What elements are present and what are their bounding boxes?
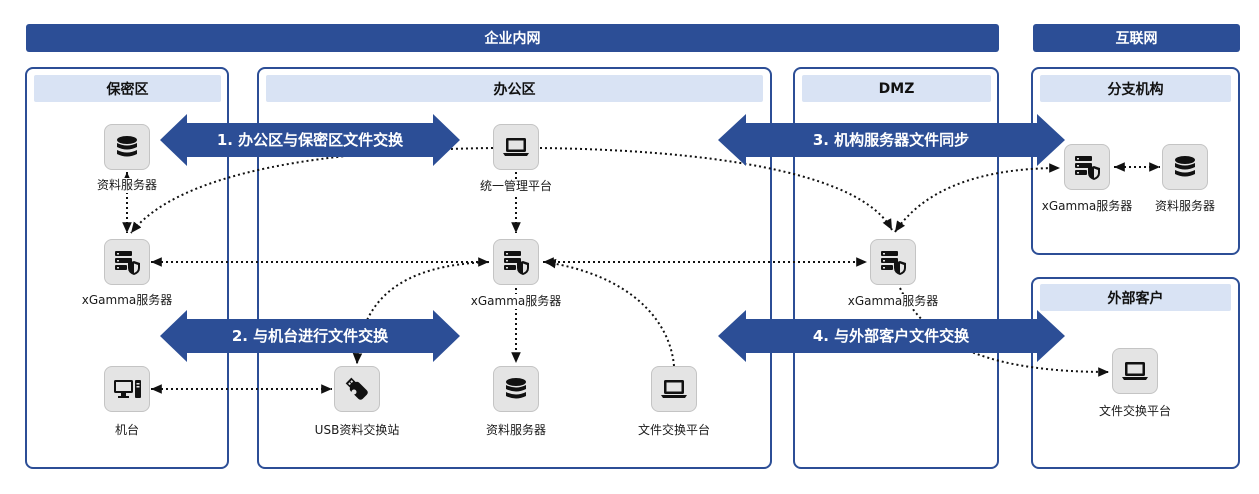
- database-icon: [493, 366, 539, 412]
- laptop-icon: [651, 366, 697, 412]
- flow-arrow-1: [160, 114, 460, 166]
- database-icon: [104, 124, 150, 170]
- dmz-xgamma-label: xGamma服务器: [846, 294, 940, 309]
- mgmt-platform-label: 统一管理平台: [478, 179, 554, 194]
- flow-arrow-3: [718, 114, 1065, 166]
- branch-xgamma-label: xGamma服务器: [1040, 199, 1134, 214]
- flow-2-label: 2. 与机台进行文件交换: [231, 327, 389, 345]
- flow-1-label: 1. 办公区与保密区文件交换: [216, 131, 404, 149]
- link-dmz-to-customer: [899, 287, 1110, 377]
- office-xgamma-label: xGamma服务器: [469, 294, 563, 309]
- secret-xgamma-label: xGamma服务器: [80, 293, 174, 308]
- internet-banner: 互联网: [1033, 24, 1240, 52]
- secret-data-server-label: 资料服务器: [95, 178, 159, 193]
- usb-station-label: USB资料交换站: [313, 423, 401, 438]
- secure-server-icon: [1064, 144, 1110, 190]
- zone-title-secret: 保密区: [34, 75, 221, 102]
- flow-3-label: 3. 机构服务器文件同步: [812, 131, 970, 149]
- link-file-platform-office-xgamma: [544, 258, 675, 367]
- flow-4-label: 4. 与外部客户文件交换: [812, 327, 970, 345]
- secure-server-icon: [493, 239, 539, 285]
- link-dmz-branch-xgamma: [894, 163, 1061, 233]
- link-mgmt-to-secret-xgamma: [130, 147, 494, 234]
- zone-title-customer: 外部客户: [1040, 284, 1231, 311]
- intranet-banner: 企业内网: [26, 24, 999, 52]
- laptop-icon: [1112, 348, 1158, 394]
- link-mgmt-to-dmz-xgamma: [539, 147, 893, 231]
- usb-drive-icon: [334, 366, 380, 412]
- desktop-computer-icon: [104, 366, 150, 412]
- zone-title-office: 办公区: [266, 75, 763, 102]
- secure-server-icon: [104, 239, 150, 285]
- database-icon: [1162, 144, 1208, 190]
- flow-arrow-2: [160, 310, 460, 362]
- zone-title-branch: 分支机构: [1040, 75, 1231, 102]
- secure-server-icon: [870, 239, 916, 285]
- office-file-platform-label: 文件交换平台: [636, 423, 712, 438]
- laptop-icon: [493, 124, 539, 170]
- customer-file-platform-label: 文件交换平台: [1097, 404, 1173, 419]
- flow-arrow-4: [718, 310, 1065, 362]
- branch-data-server-label: 资料服务器: [1153, 199, 1217, 214]
- zone-title-dmz: DMZ: [802, 75, 991, 102]
- office-data-server-label: 资料服务器: [484, 423, 548, 438]
- machine-label: 机台: [113, 423, 141, 438]
